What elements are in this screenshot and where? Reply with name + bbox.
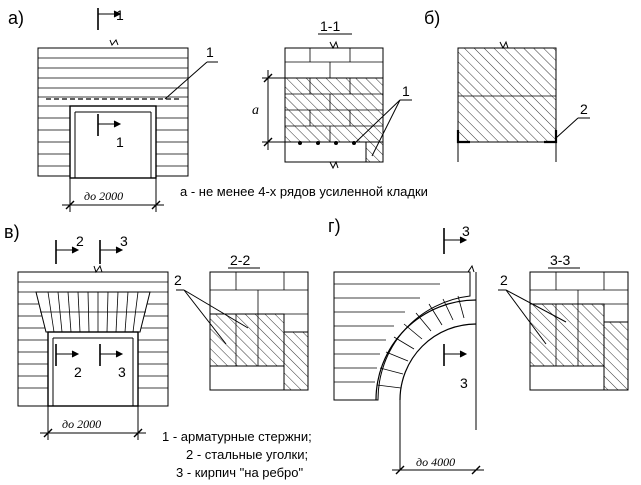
section-mark-3-arch-bottom: 3 [460,375,468,391]
callout-2-panel-b: 2 [580,101,588,117]
panel-label-a: а) [8,8,24,28]
dim-label-2000-a: до 2000 [84,189,123,203]
section-2-2-view [176,267,309,391]
panel-g-arch-elevation [333,228,484,475]
legend-item-3: 3 - кирпич "на ребро" [176,465,304,480]
section-3-3-view [498,267,629,391]
legend-item-2: 2 - стальные уголки; [186,447,308,462]
section-mark-1-top: 1 [116,7,124,23]
section-mark-2-top: 2 [76,233,84,249]
section-mark-3-bottom: 3 [118,364,126,380]
section-mark-1-bottom: 1 [116,134,124,150]
dim-label-a: а [252,103,259,118]
panel-label-g: г) [328,216,341,236]
callout-1-section: 1 [402,83,410,99]
section-title-1-1: 1-1 [320,18,340,34]
note-rows: а - не менее 4-х рядов усиленной кладки [180,184,428,199]
section-title-2-2: 2-2 [230,252,250,268]
section-1-1-view [262,33,412,170]
section-mark-3-arch-top: 3 [462,223,470,239]
dim-label-4000: до 4000 [416,455,455,469]
panel-label-v: в) [4,222,20,242]
section-mark-2-bottom: 2 [74,364,82,380]
legend-item-1: 1 - арматурные стержни; [162,429,312,444]
panel-a-elevation [37,8,218,212]
callout-2-section-2-2: 2 [174,272,182,288]
dim-label-2000-v: до 2000 [62,417,101,431]
section-title-3-3: 3-3 [550,252,570,268]
callout-2-section-3-3: 2 [500,272,508,288]
panel-v-elevation [17,240,169,440]
panel-b-section [456,40,590,162]
panel-label-b: б) [424,8,440,28]
section-mark-3-top: 3 [120,233,128,249]
callout-1-panel-a: 1 [206,44,214,60]
